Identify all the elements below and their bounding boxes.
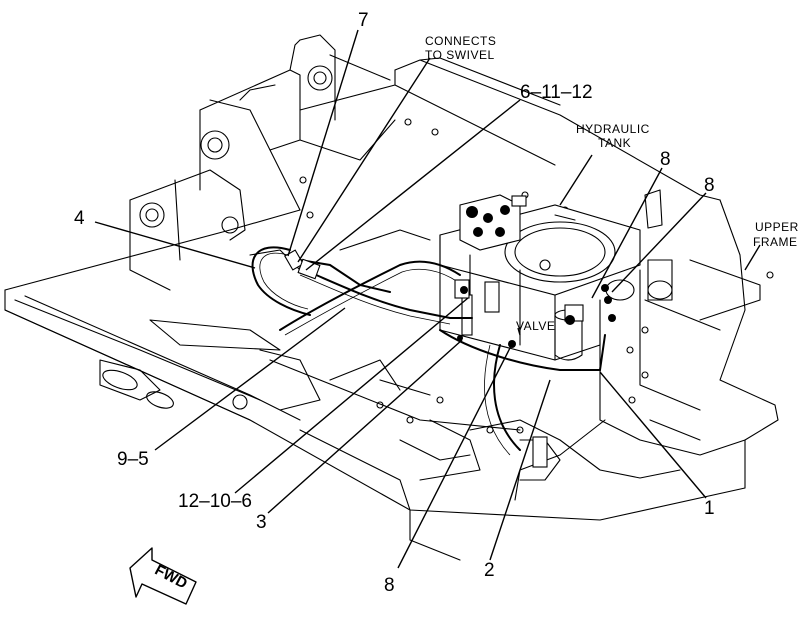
leader-3 [267,339,463,514]
leader-4 [94,221,256,269]
callout-1: 1 [704,498,715,519]
leader-12-10-6 [234,297,469,494]
callout-labels: 7 CONNECTS TO SWIVEL 6–11–12 HYDRAULIC T… [74,10,799,596]
leader-6-11-12 [305,99,521,271]
callout-3: 3 [256,512,267,533]
callout-8-right: 8 [704,175,715,196]
callout-8-upper: 8 [660,149,671,170]
callout-2: 2 [484,560,495,581]
leader-8-upper [591,167,663,299]
callout-7: 7 [358,10,369,31]
control-valve [459,194,527,336]
leader-7 [287,29,359,257]
forward-arrow-icon: FWD [129,547,197,605]
leader-2 [489,379,551,561]
callout-9-5: 9–5 [117,449,149,470]
leader-valve [517,327,521,336]
callout-12-10-6: 12–10–6 [178,491,252,512]
note-upper-line2: FRAME [753,235,798,249]
upper-frame-structure [4,34,779,561]
leader-1 [599,371,707,499]
callout-4: 4 [74,208,85,229]
leader-8-right [611,192,707,293]
callout-8-bottom: 8 [384,575,395,596]
leader-8-bottom [397,343,513,569]
leader-upper-frame [744,244,761,271]
leader-hydraulic-tank [559,154,593,206]
pump-fittings [457,189,673,468]
note-connects-line2: TO SWIVEL [425,48,495,62]
leader-9-5 [154,307,346,451]
note-hydraulic-line1: HYDRAULIC [576,122,650,136]
note-valve: VALVE [516,319,555,333]
note-connects-line1: CONNECTS [425,34,496,48]
note-hydraulic-line2: TANK [598,136,631,150]
leader-connects-to-swivel [297,57,431,263]
leader-lines [94,29,761,569]
note-upper-line1: UPPER [755,220,799,234]
callout-6-11-12: 6–11–12 [520,82,593,103]
fwd-label: FWD [152,561,190,592]
